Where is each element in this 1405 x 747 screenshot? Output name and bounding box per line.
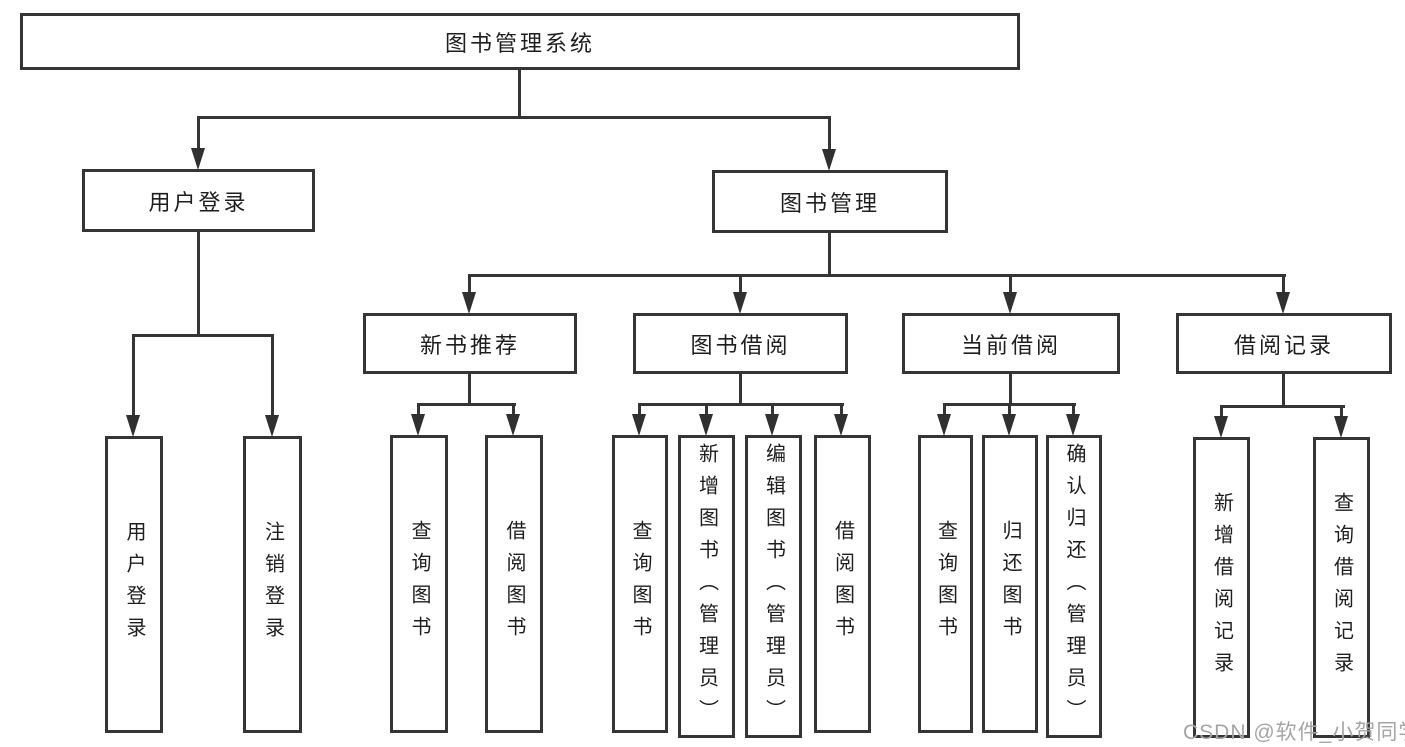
- node-book-borrowing-label: 图书借阅: [690, 332, 791, 358]
- connector-line: [417, 403, 420, 417]
- node-current-borrowing-label: 当前借阅: [960, 332, 1061, 358]
- connector-line: [132, 334, 135, 418]
- arrowhead-icon: [937, 414, 951, 436]
- arrowhead-icon: [765, 414, 779, 436]
- arrowhead-icon: [506, 414, 520, 436]
- leaf-query-borrow-record-label: 查询借阅记录: [1330, 491, 1353, 684]
- leaf-logout: 注销登录: [243, 436, 302, 733]
- leaf-return-books: 归还图书: [982, 435, 1038, 733]
- leaf-borrow-books-recommend-label: 借阅图书: [503, 520, 525, 648]
- node-borrowing-records-label: 借阅记录: [1233, 332, 1334, 358]
- connector-line: [739, 274, 742, 298]
- arrowhead-icon: [1003, 292, 1017, 314]
- node-current-borrowing: 当前借阅: [902, 313, 1120, 374]
- connector-line: [1009, 374, 1012, 406]
- connector-line: [943, 403, 946, 417]
- leaf-borrow-books-borrowing: 借阅图书: [814, 435, 871, 733]
- leaf-add-borrow-record: 新增借阅记录: [1193, 437, 1250, 738]
- leaf-query-books-recommend: 查询图书: [390, 435, 448, 733]
- connector-line: [828, 233, 831, 277]
- node-book-management: 图书管理: [712, 170, 948, 233]
- connector-line: [638, 403, 641, 417]
- connector-line: [468, 274, 1286, 277]
- node-new-book-recommend-label: 新书推荐: [419, 332, 520, 358]
- leaf-edit-book-admin-label: 编辑图书（管理员）: [762, 442, 785, 731]
- node-borrowing-records: 借阅记录: [1176, 313, 1392, 374]
- leaf-edit-book-admin: 编辑图书（管理员）: [745, 435, 802, 738]
- connector-line: [417, 403, 516, 406]
- arrowhead-icon: [1214, 416, 1228, 438]
- arrowhead-icon: [834, 414, 848, 436]
- node-book-borrowing: 图书借阅: [633, 313, 848, 374]
- connector-line: [197, 232, 200, 337]
- node-book-management-label: 图书管理: [779, 190, 880, 216]
- arrowhead-icon: [1066, 414, 1080, 436]
- connector-line: [132, 334, 274, 337]
- watermark: CSDN @软件_小贺同学: [1183, 721, 1405, 744]
- leaf-add-book-admin-label: 新增图书（管理员）: [695, 442, 718, 731]
- leaf-query-books-recommend-label: 查询图书: [408, 520, 430, 648]
- connector-line: [771, 403, 774, 417]
- node-library-system: 图书管理系统: [20, 13, 1020, 70]
- connector-line: [518, 70, 521, 119]
- leaf-return-books-label: 归还图书: [999, 520, 1021, 648]
- connector-line: [638, 403, 844, 406]
- connector-line: [828, 116, 831, 150]
- leaf-query-books-current: 查询图书: [918, 435, 973, 733]
- arrowhead-icon: [1002, 414, 1016, 436]
- arrowhead-icon: [265, 415, 279, 437]
- connector-line: [1282, 374, 1285, 408]
- node-new-book-recommend: 新书推荐: [363, 313, 577, 374]
- leaf-add-borrow-record-label: 新增借阅记录: [1210, 491, 1233, 684]
- connector-line: [1220, 405, 1223, 419]
- connector-line: [1340, 405, 1343, 419]
- leaf-query-borrow-record: 查询借阅记录: [1313, 437, 1370, 738]
- leaf-query-books-borrowing: 查询图书: [612, 435, 668, 733]
- connector-line: [271, 334, 274, 418]
- arrowhead-icon: [822, 149, 836, 171]
- arrowhead-icon: [462, 292, 476, 314]
- connector-line: [1220, 405, 1345, 408]
- node-library-system-label: 图书管理系统: [444, 30, 595, 56]
- leaf-borrow-books-recommend: 借阅图书: [485, 435, 543, 733]
- leaf-add-book-admin: 新增图书（管理员）: [678, 435, 735, 738]
- arrowhead-icon: [1276, 292, 1290, 314]
- connector-line: [197, 116, 200, 150]
- leaf-user-login-label: 用户登录: [123, 520, 145, 649]
- node-user-login-label: 用户登录: [148, 189, 249, 215]
- connector-line: [512, 403, 515, 417]
- connector-line: [197, 116, 831, 119]
- connector-line: [1072, 403, 1075, 417]
- leaf-borrow-books-borrowing-label: 借阅图书: [831, 520, 854, 648]
- arrowhead-icon: [632, 414, 646, 436]
- leaf-query-books-borrowing-label: 查询图书: [629, 520, 651, 648]
- arrowhead-icon: [733, 292, 747, 314]
- leaf-query-books-current-label: 查询图书: [934, 520, 957, 648]
- arrowhead-icon: [411, 414, 425, 436]
- connector-line: [840, 403, 843, 417]
- leaf-confirm-return-admin: 确认归还（管理员）: [1046, 435, 1102, 738]
- node-user-login: 用户登录: [82, 169, 315, 232]
- connector-line: [1008, 403, 1011, 417]
- arrowhead-icon: [1334, 416, 1348, 438]
- arrowhead-icon: [191, 148, 205, 170]
- connector-line: [468, 374, 471, 406]
- connector-line: [468, 274, 471, 298]
- connector-line: [739, 374, 742, 406]
- connector-line: [1009, 274, 1012, 298]
- leaf-user-login: 用户登录: [105, 436, 163, 733]
- connector-line: [705, 403, 708, 417]
- leaf-confirm-return-admin-label: 确认归还（管理员）: [1063, 442, 1085, 731]
- arrowhead-icon: [126, 415, 140, 437]
- connector-line: [1282, 274, 1285, 298]
- leaf-logout-label: 注销登录: [261, 520, 284, 649]
- arrowhead-icon: [699, 414, 713, 436]
